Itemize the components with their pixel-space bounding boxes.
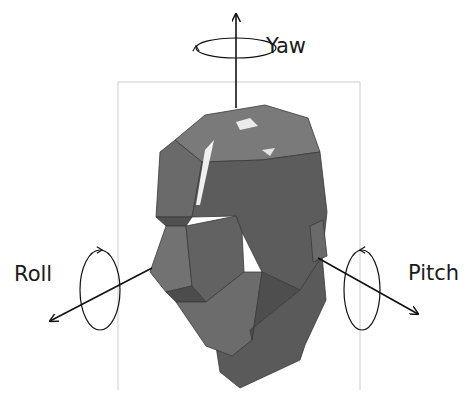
axis-label: Yaw — [266, 36, 306, 57]
pitch-rotation — [344, 250, 362, 330]
axis-label: Roll — [14, 264, 52, 285]
yaw-rotation — [196, 48, 276, 58]
yaw-axis — [235, 14, 237, 108]
axis-label: Pitch — [408, 263, 459, 284]
head-model — [150, 105, 327, 388]
roll-axis — [50, 268, 152, 321]
pitch-axis — [318, 258, 418, 314]
bounding-frame — [118, 82, 360, 390]
